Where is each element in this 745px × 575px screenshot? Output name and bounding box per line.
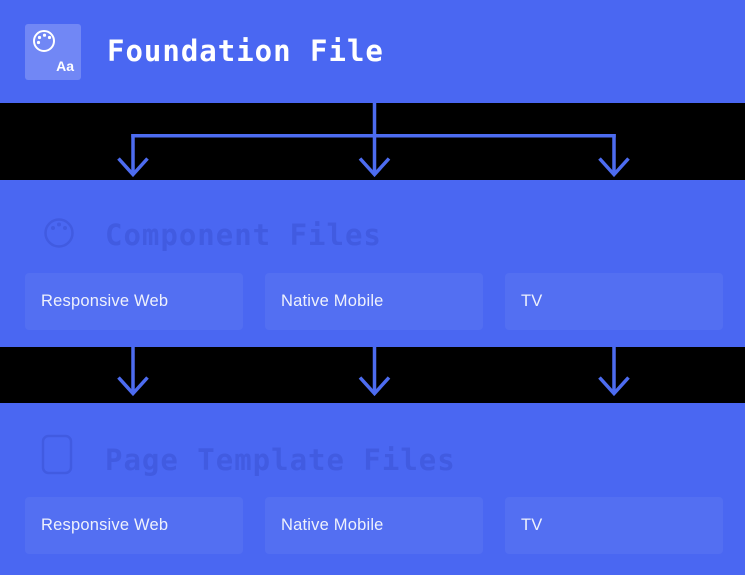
card-responsive-web: Responsive Web — [25, 273, 243, 330]
card-native-mobile: Native Mobile — [265, 497, 483, 554]
palette-outline-icon — [44, 218, 74, 248]
down-arrows-band — [0, 347, 745, 403]
card-responsive-web: Responsive Web — [25, 497, 243, 554]
section-title-component-files: Component Files — [105, 218, 382, 252]
card-label: Responsive Web — [41, 516, 169, 534]
card-label: TV — [521, 292, 543, 310]
card-label: TV — [521, 516, 543, 534]
card-label: Native Mobile — [281, 292, 384, 310]
branch-arrows-band — [0, 103, 745, 180]
palette-aa-icon: Aa — [25, 24, 81, 80]
platform-cards-row: Responsive Web Native Mobile TV — [25, 273, 723, 330]
palette-icon — [33, 30, 55, 52]
section-title-page-template-files: Page Template Files — [105, 443, 456, 477]
section-page-template-files: Page Template Files Responsive Web Nativ… — [0, 403, 745, 575]
card-label: Responsive Web — [41, 292, 169, 310]
card-tv: TV — [505, 273, 723, 330]
card-tv: TV — [505, 497, 723, 554]
foundation-file-header: Aa Foundation File — [0, 0, 745, 103]
page-outline-icon — [41, 434, 73, 475]
down-arrows — [117, 347, 630, 397]
branch-arrows — [117, 103, 630, 178]
card-label: Native Mobile — [281, 516, 384, 534]
section-component-files: Component Files Responsive Web Native Mo… — [0, 180, 745, 347]
aa-glyph: Aa — [56, 58, 74, 74]
platform-cards-row: Responsive Web Native Mobile TV — [25, 497, 723, 554]
card-native-mobile: Native Mobile — [265, 273, 483, 330]
page-title: Foundation File — [107, 34, 384, 68]
